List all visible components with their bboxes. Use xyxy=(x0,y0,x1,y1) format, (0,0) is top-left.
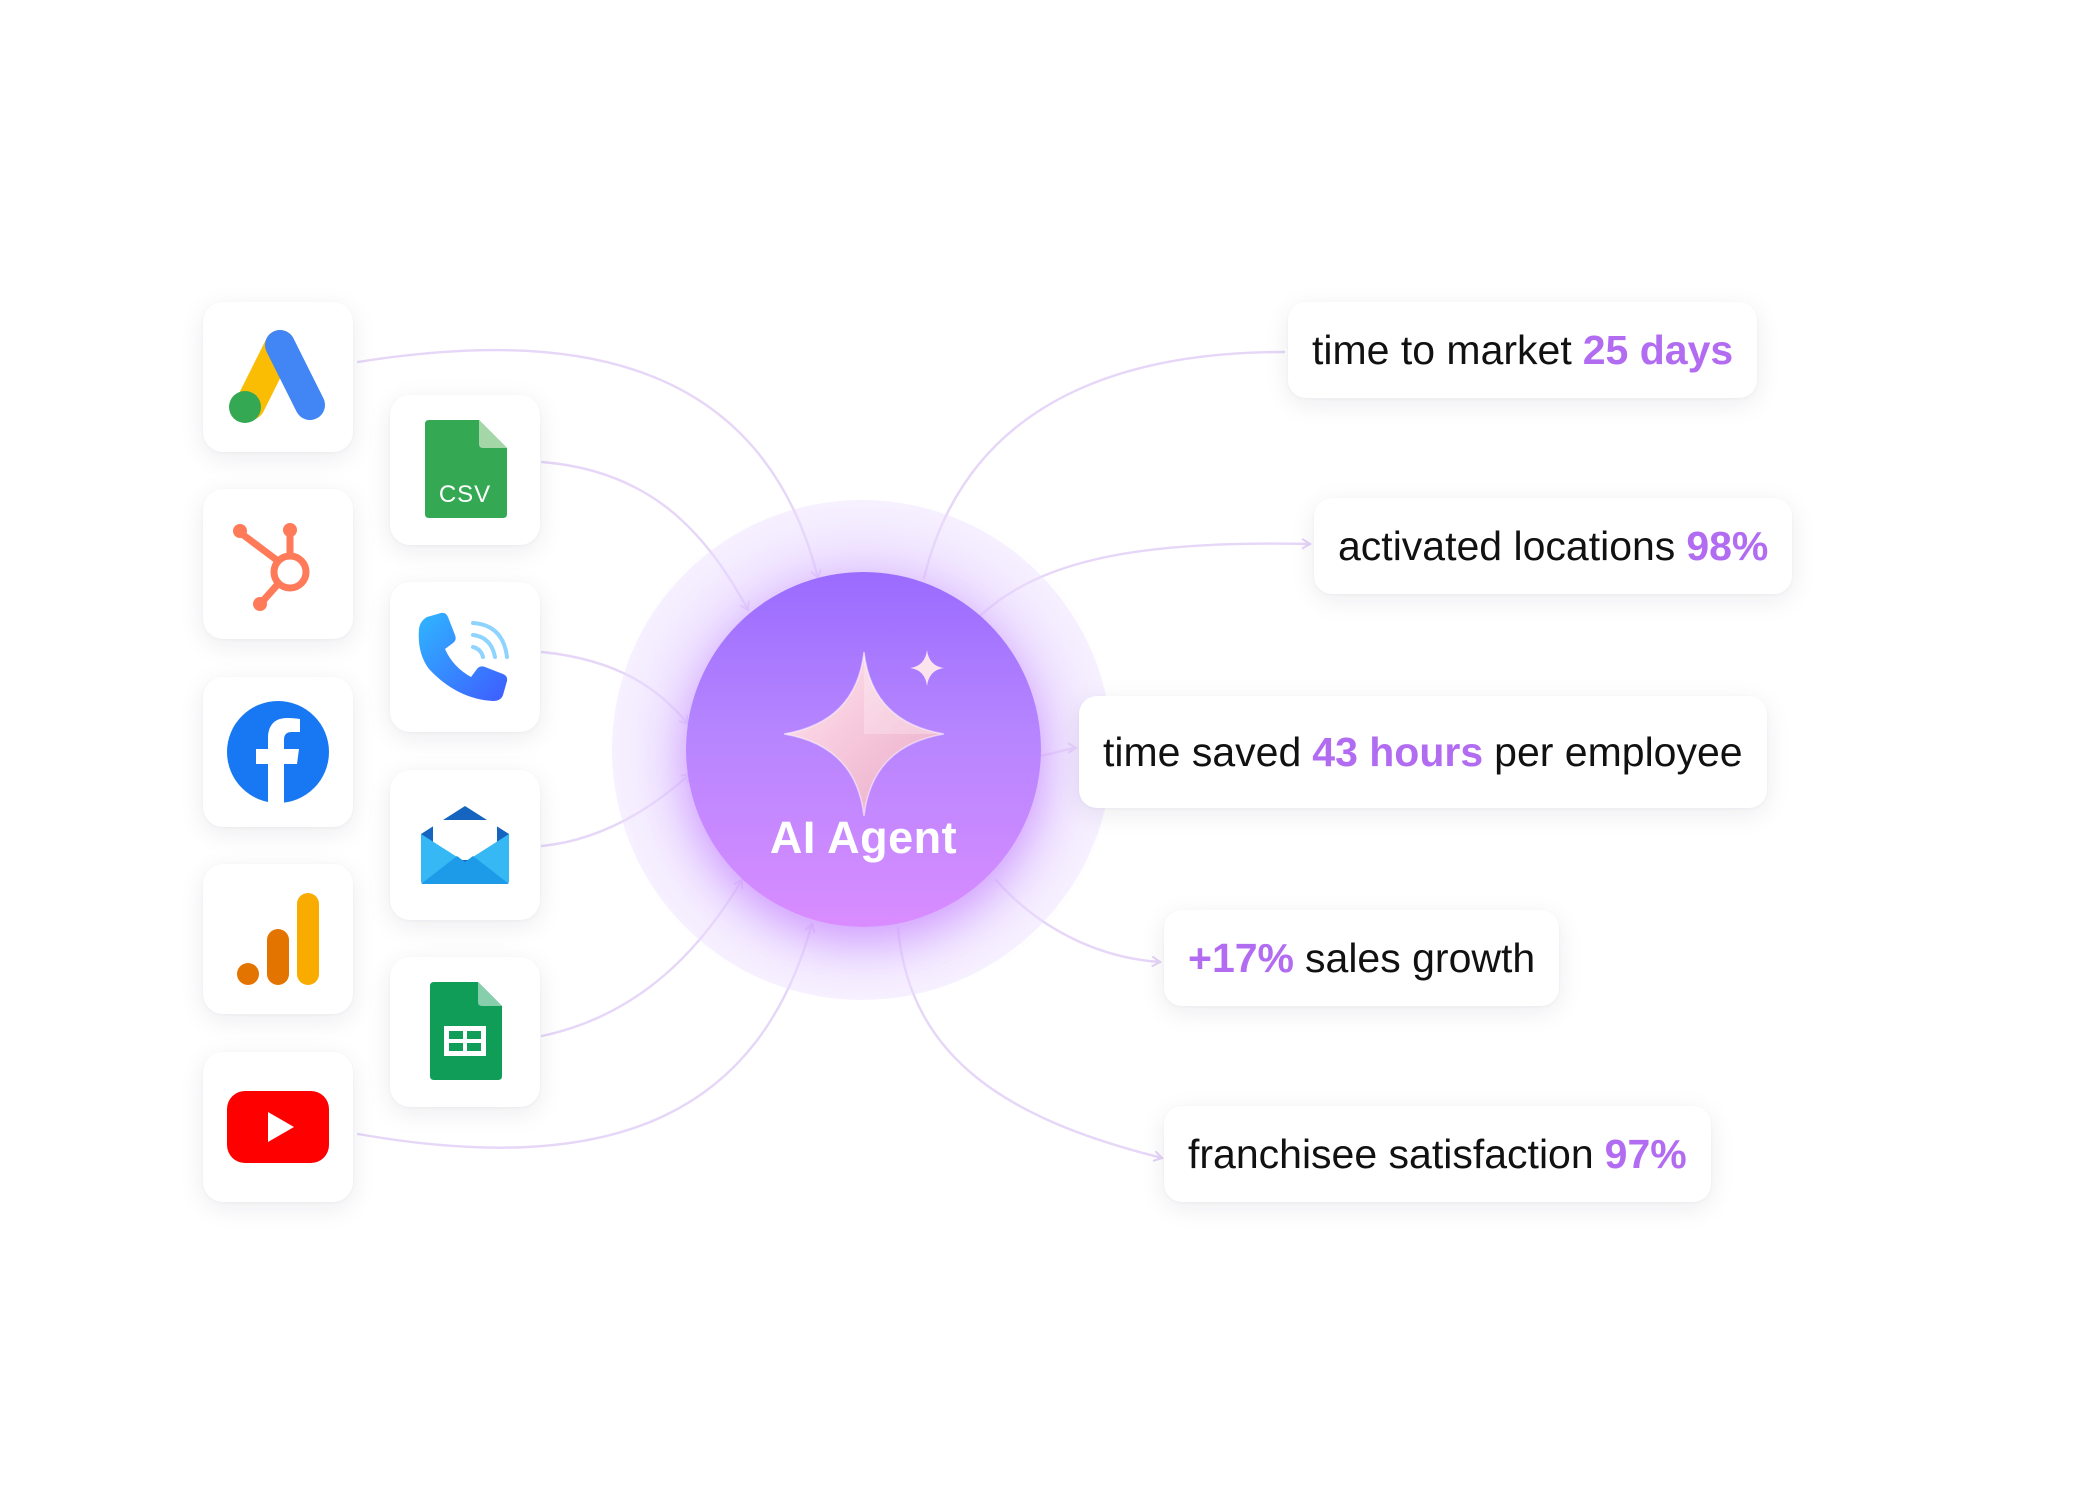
facebook-tile[interactable] xyxy=(203,677,353,827)
metric-value: +17% xyxy=(1188,934,1295,981)
youtube-tile[interactable] xyxy=(203,1052,353,1202)
metric-suffix: sales growth xyxy=(1305,934,1536,981)
google-ads-tile[interactable] xyxy=(203,302,353,452)
metric-label: time to market xyxy=(1312,326,1572,373)
metric-value: 98% xyxy=(1686,522,1769,569)
phone-tile[interactable] xyxy=(390,582,540,732)
email-tile[interactable] xyxy=(390,770,540,920)
google-analytics-tile[interactable] xyxy=(203,864,353,1014)
phone-call-icon xyxy=(418,612,509,701)
email-icon xyxy=(421,806,509,884)
hubspot-icon xyxy=(233,523,310,611)
metric-suffix: per employee xyxy=(1494,728,1743,775)
youtube-icon xyxy=(227,1091,329,1163)
csv-label: CSV xyxy=(438,481,492,508)
google-analytics-icon xyxy=(237,893,319,985)
csv-file-icon xyxy=(425,420,507,518)
ai-agent-label: AI Agent xyxy=(769,812,958,863)
metric-sales-growth: +17%sales growth xyxy=(1164,910,1560,1006)
google-sheets-icon xyxy=(430,982,502,1080)
metric-value: 43 hours xyxy=(1312,728,1484,775)
csv-tile[interactable]: CSV xyxy=(390,395,540,545)
metric-label: franchisee satisfaction xyxy=(1188,1130,1594,1177)
metric-value: 25 days xyxy=(1582,326,1734,373)
sparkle-icon xyxy=(783,650,945,817)
facebook-icon xyxy=(227,701,329,804)
metric-value: 97% xyxy=(1604,1130,1687,1177)
metric-label: time saved xyxy=(1103,728,1302,775)
sheets-tile[interactable] xyxy=(390,957,540,1107)
metric-label: activated locations xyxy=(1338,522,1676,569)
hubspot-tile[interactable] xyxy=(203,489,353,639)
ai-agent-node[interactable]: AI Agent xyxy=(686,572,1041,927)
google-ads-icon xyxy=(229,330,325,423)
